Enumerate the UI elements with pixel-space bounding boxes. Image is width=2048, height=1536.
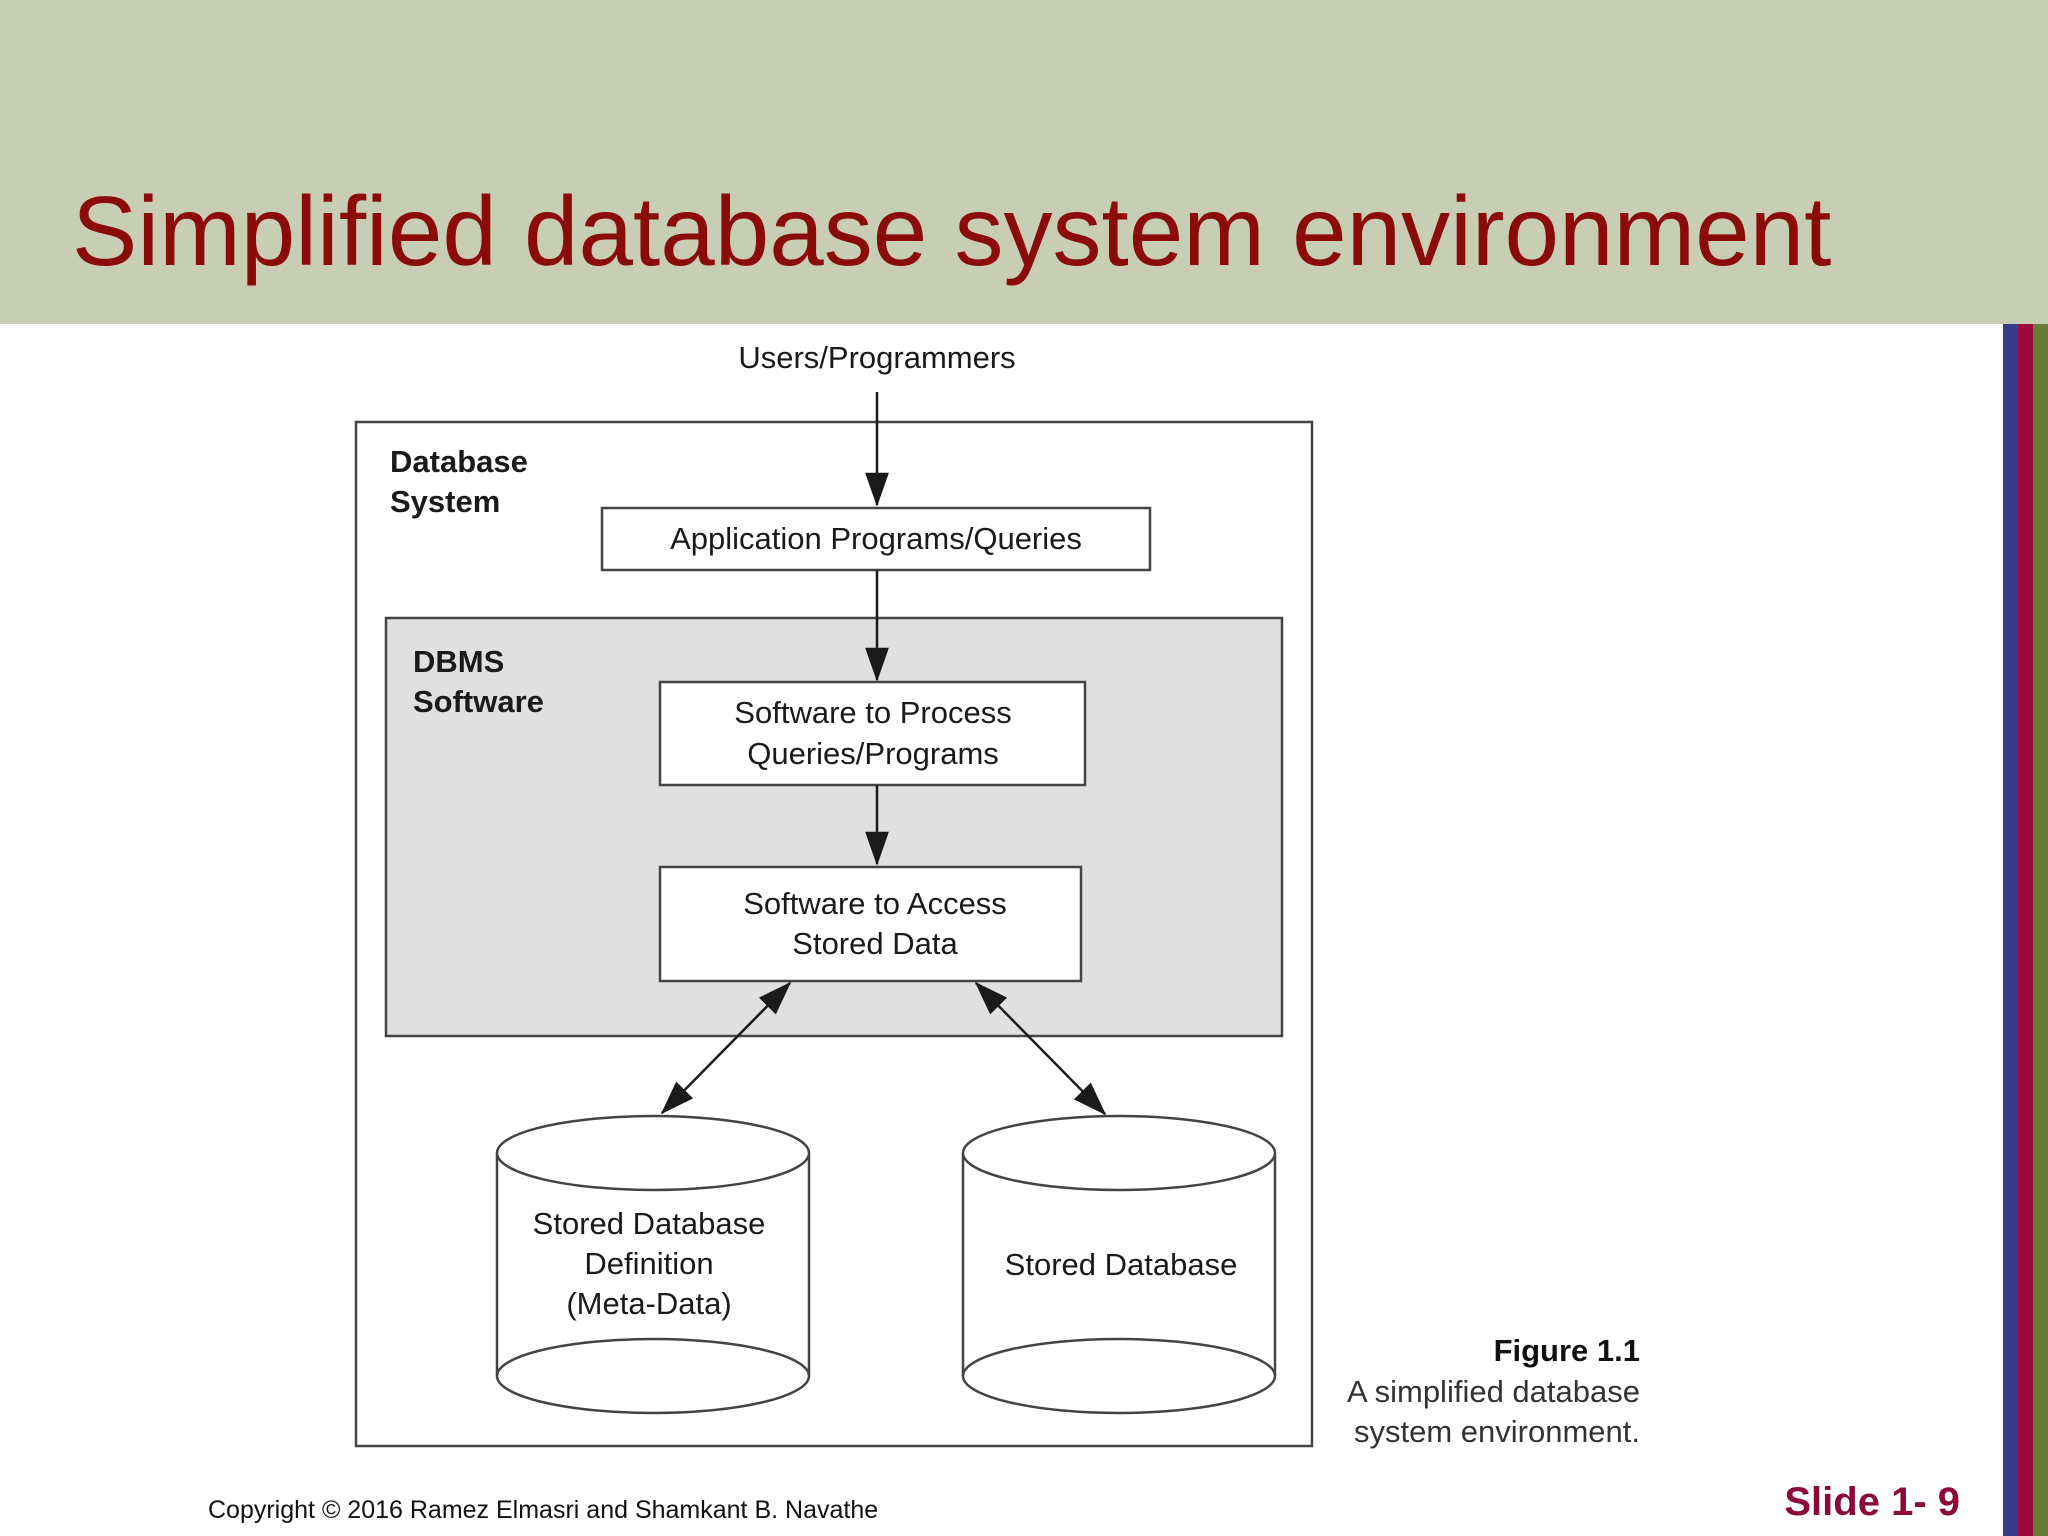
dbms-label-line-1: DBMS xyxy=(413,644,504,679)
stripe-crimson xyxy=(2018,324,2033,1536)
side-stripes xyxy=(2003,324,2048,1536)
access-label-line-1: Software to Access xyxy=(743,886,1007,921)
slide-title: Simplified database system environment xyxy=(72,176,1832,286)
metadata-label-line-3: (Meta-Data) xyxy=(566,1286,731,1321)
figure-caption-title: Figure 1.1 xyxy=(1493,1333,1640,1368)
software-to-access-box xyxy=(658,865,1083,983)
copyright-notice: Copyright © 2016 Ramez Elmasri and Shamk… xyxy=(208,1496,879,1524)
database-system-label-line-2: System xyxy=(390,484,500,519)
slide-number: Slide 1- 9 xyxy=(1784,1480,1960,1524)
metadata-cylinder xyxy=(495,1114,811,1415)
application-programs-box xyxy=(600,506,1152,572)
header-band xyxy=(0,0,2048,324)
process-label-line-1: Software to Process xyxy=(734,695,1011,730)
arrow-access-to-metadata xyxy=(660,981,792,1115)
database-system-label-line-1: Database xyxy=(390,444,528,479)
figure-caption-line-1: A simplified database xyxy=(1347,1374,1640,1409)
stripe-olive xyxy=(2033,324,2048,1536)
users-programmers-label: Users/Programmers xyxy=(738,340,1015,375)
figure-caption-line-2: system environment. xyxy=(1354,1414,1640,1449)
metadata-label-line-2: Definition xyxy=(584,1246,713,1281)
figure-caption: Figure 1.1 A simplified database system … xyxy=(1300,1330,1640,1452)
software-to-process-box xyxy=(658,680,1087,787)
process-label-line-2: Queries/Programs xyxy=(747,736,999,771)
arrow-access-to-stored-database xyxy=(974,981,1107,1116)
metadata-label-line-1: Stored Database xyxy=(533,1206,766,1241)
access-label-line-2: Stored Data xyxy=(792,926,958,961)
stripe-blue xyxy=(2003,324,2018,1536)
application-programs-label: Application Programs/Queries xyxy=(670,521,1082,556)
stored-database-cylinder xyxy=(961,1114,1277,1415)
stored-database-label: Stored Database xyxy=(1005,1247,1238,1282)
dbms-label-line-2: Software xyxy=(413,684,544,719)
